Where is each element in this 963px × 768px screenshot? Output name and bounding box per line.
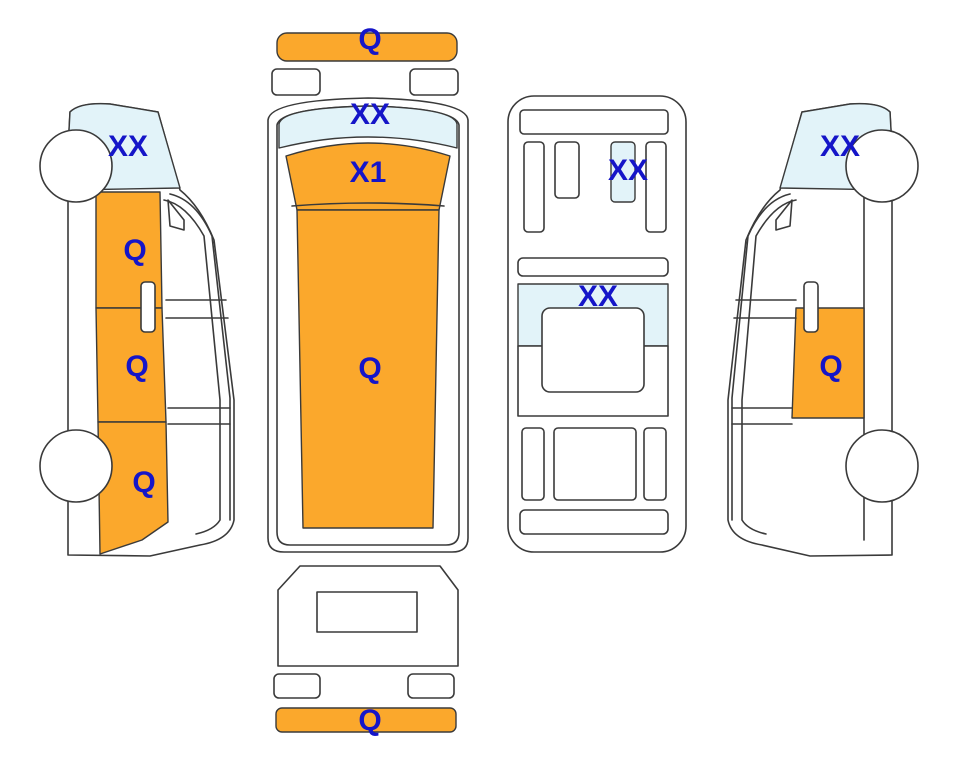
rear-left-light: [273, 673, 321, 699]
left-mirror: [167, 199, 185, 231]
driver-seat: [554, 141, 580, 199]
roof-seam: [291, 202, 445, 207]
rear-bumper-label: Q: [358, 704, 381, 737]
rear-window: [316, 591, 418, 633]
left-middle-label: Q: [125, 350, 148, 383]
right-window-label: XX: [820, 130, 860, 163]
left-front-door-label: Q: [123, 234, 146, 267]
right-front-wheel: [845, 129, 919, 203]
left-side-view: XX Q Q Q: [39, 102, 235, 557]
left-rear-label: Q: [132, 466, 155, 499]
right-rear-wheel: [845, 429, 919, 503]
right-door-panel[interactable]: [791, 307, 865, 419]
windshield-panel[interactable]: [278, 105, 458, 149]
interior-view: XX XX: [507, 95, 687, 553]
rear-view: Q: [273, 565, 459, 737]
roof-front-label: X1: [350, 156, 387, 189]
interior-table: [541, 307, 645, 393]
roof-panel[interactable]: [296, 209, 440, 529]
interior-seat-label: XX: [608, 154, 648, 187]
right-door-label: Q: [819, 350, 842, 383]
left-inner-contour: [163, 199, 221, 535]
right-headlight: [409, 68, 459, 96]
rear-right-seat: [643, 427, 667, 501]
rear-shelf: [519, 509, 669, 535]
roof-label: Q: [358, 352, 381, 385]
right-body-contour: [731, 193, 791, 521]
interior-middle-label: XX: [578, 280, 618, 313]
rear-left-seat: [521, 427, 545, 501]
left-front-wheel: [39, 129, 113, 203]
left-body-contour: [169, 193, 231, 521]
top-view: Q XX X1 Q: [267, 23, 469, 553]
right-mirror: [775, 199, 793, 231]
right-door-handle: [803, 281, 819, 333]
front-bumper-label: Q: [358, 23, 381, 56]
left-door-handle: [140, 281, 156, 333]
rear-right-light: [407, 673, 455, 699]
left-window-label: XX: [108, 130, 148, 163]
interior-right-panel: [645, 141, 667, 233]
roof-front-panel[interactable]: [285, 142, 451, 211]
dashboard: [519, 109, 669, 135]
right-side-view: XX Q: [727, 102, 919, 557]
left-headlight: [271, 68, 321, 96]
front-bumper-panel[interactable]: [276, 32, 458, 62]
right-inner-contour: [741, 199, 797, 535]
windshield-label: XX: [350, 98, 390, 131]
rear-bumper-panel[interactable]: [275, 707, 457, 733]
left-rear-panel[interactable]: [97, 421, 169, 555]
passenger-seat-panel[interactable]: [610, 141, 636, 203]
interior-divider: [517, 257, 669, 277]
left-rear-wheel: [39, 429, 113, 503]
rear-bench: [553, 427, 637, 501]
interior-left-panel: [523, 141, 545, 233]
